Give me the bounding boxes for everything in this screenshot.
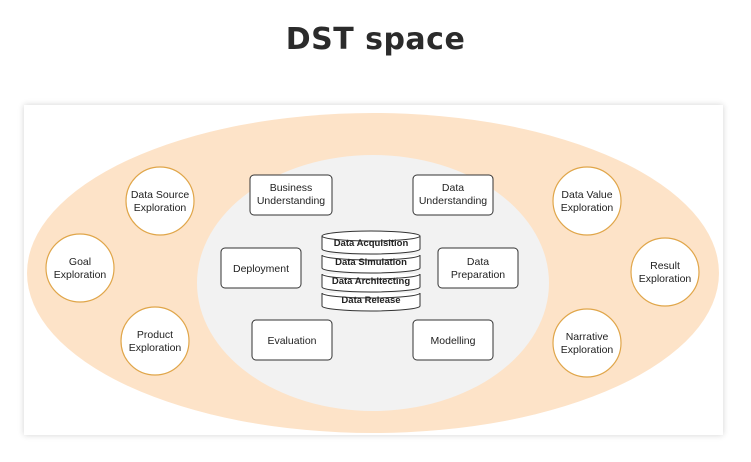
node-label: Exploration [129,342,182,354]
node-label: Result [650,260,680,272]
dst-space-diagram: Data Source Exploration Goal Exploration… [27,113,719,433]
node-label: Exploration [561,344,614,356]
data-understanding-box: Data Understanding [412,174,494,216]
result-exploration-node: Result Exploration [630,237,700,307]
data-acquisition-label: Data Acquisition [334,238,409,249]
page-title: DST space [285,22,466,57]
node-label: Data Source [131,189,190,201]
node-label: Exploration [639,273,692,285]
box-label: Modelling [431,335,476,347]
deployment-box: Deployment [220,247,302,289]
box-label: Understanding [257,195,325,207]
data-release-label: Data Release [341,295,400,306]
node-label: Data Value [561,189,612,201]
box-label: Evaluation [267,335,316,347]
box-label: Understanding [419,195,487,207]
product-exploration-node: Product Exploration [120,306,190,376]
node-label: Product [137,329,173,341]
narrative-exploration-node: Narrative Exploration [552,308,622,378]
business-understanding-box: Business Understanding [249,174,333,216]
goal-exploration-node: Goal Exploration [45,233,115,303]
box-label: Data [442,182,464,194]
box-label: Preparation [451,269,505,281]
data-stack: Data Acquisition Data Simulation Data Ar… [321,230,421,312]
data-value-exploration-node: Data Value Exploration [552,166,622,236]
data-architecting-label: Data Architecting [332,276,410,287]
diagram-panel: Data Source Exploration Goal Exploration… [24,105,723,435]
data-simulation-label: Data Simulation [335,257,407,268]
node-label: Exploration [561,202,614,214]
evaluation-box: Evaluation [251,319,333,361]
node-label: Narrative [566,331,609,343]
modelling-box: Modelling [412,319,494,361]
box-label: Deployment [233,263,289,275]
box-label: Business [270,182,313,194]
data-preparation-box: Data Preparation [437,247,519,289]
node-label: Exploration [134,202,187,214]
node-label: Goal [69,256,91,268]
box-label: Data [467,256,489,268]
data-source-exploration-node: Data Source Exploration [125,166,195,236]
node-label: Exploration [54,269,107,281]
